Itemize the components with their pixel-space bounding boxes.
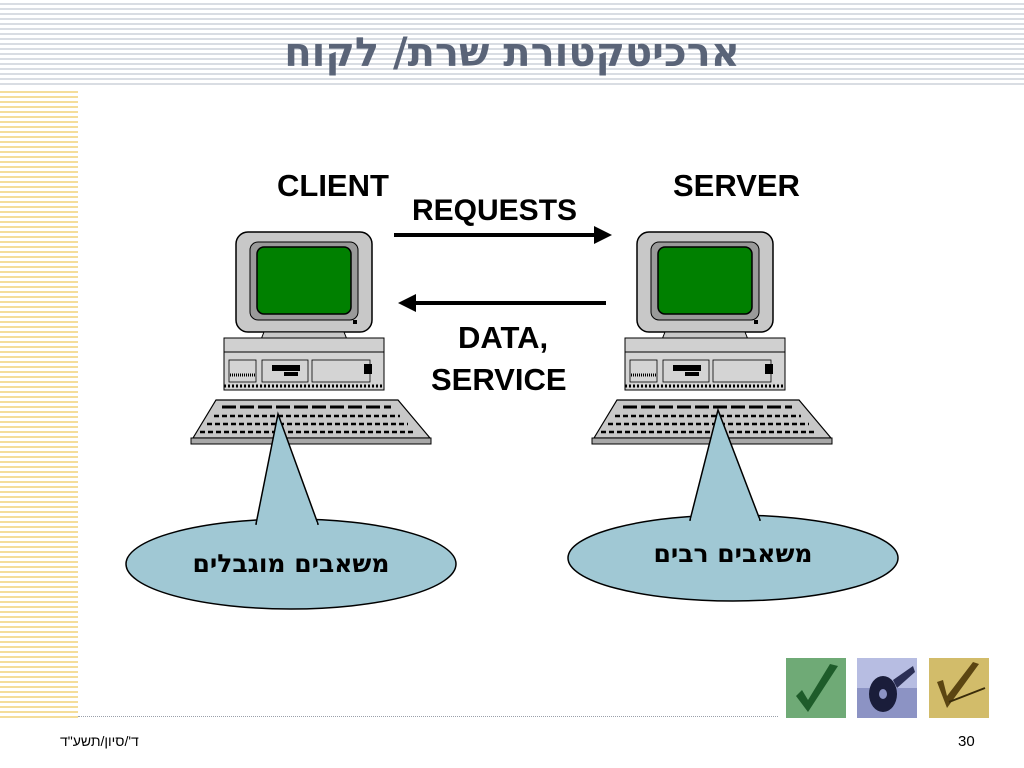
client-callout-text: משאבים מוגבלים <box>193 549 390 578</box>
server-callout: משאבים רבים <box>567 407 899 602</box>
server-callout-text: משאבים רבים <box>653 539 812 568</box>
pen-thumbnail <box>929 658 989 718</box>
service-label: SERVICE <box>431 362 567 397</box>
side-stripes <box>0 88 78 720</box>
footer-date: ד'/סיון/תשע"ד <box>60 733 139 749</box>
requests-label: REQUESTS <box>412 194 578 227</box>
disc-thumbnail <box>857 658 917 718</box>
data-label: DATA, <box>458 320 549 355</box>
client-computer-icon <box>189 230 433 446</box>
arrow-right-icon <box>394 226 612 244</box>
page-number: 30 <box>958 733 975 750</box>
client-callout: משאבים מוגבלים <box>125 411 457 610</box>
checkmark-thumbnail <box>786 658 846 718</box>
server-label: SERVER <box>673 168 800 203</box>
footer-divider <box>78 716 778 717</box>
client-label: CLIENT <box>277 168 389 203</box>
slide-title: ארכיטקטורת שרת/ לקוח <box>284 30 740 76</box>
server-computer-icon <box>590 230 834 446</box>
arrow-left-icon <box>398 294 606 312</box>
header-stripes <box>0 0 1024 88</box>
